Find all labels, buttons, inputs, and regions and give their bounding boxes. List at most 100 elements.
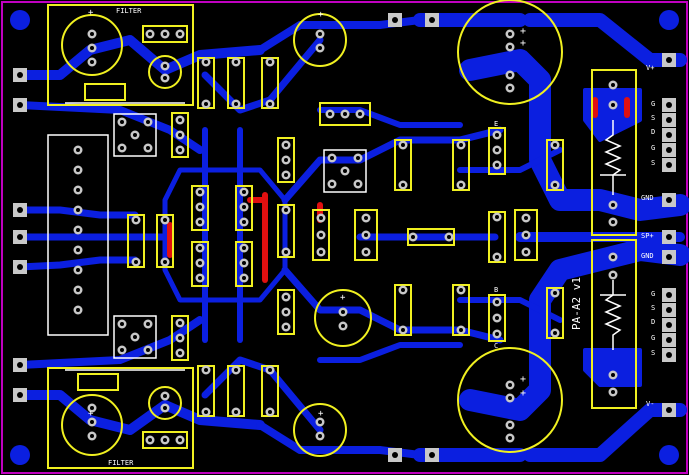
pad-hole	[178, 351, 182, 355]
pad-hole	[242, 220, 246, 224]
pad-hole	[204, 368, 208, 372]
label-gnd-1: GND	[641, 194, 654, 202]
pad-hole	[495, 148, 499, 152]
label-pin-d-1: D	[651, 128, 655, 136]
pad-hole	[553, 183, 557, 187]
header-center-bottom	[277, 289, 295, 335]
power-trace-right-lower	[459, 239, 689, 421]
right-connector-plane-lower	[583, 348, 642, 387]
header-left-bottom	[171, 315, 189, 361]
pad-hole	[429, 17, 435, 23]
pad-hole	[330, 156, 334, 160]
pad-hole	[284, 208, 288, 212]
pad-hole	[242, 190, 246, 194]
cap-filter-top	[61, 14, 123, 76]
pad-hole	[234, 60, 238, 64]
pad-hole	[364, 250, 368, 254]
pad-hole	[234, 368, 238, 372]
header-top-bar	[319, 102, 371, 126]
pad-hole	[268, 60, 272, 64]
pads-layer	[10, 10, 679, 465]
pad-hole	[459, 288, 463, 292]
pad-hole	[242, 276, 246, 280]
pad-hole	[524, 233, 528, 237]
label-pin-g-4: G	[651, 334, 655, 342]
pad-hole	[319, 233, 323, 237]
pad-hole	[268, 368, 272, 372]
pad-hole	[76, 168, 80, 172]
pad-hole	[356, 156, 360, 160]
trimmer-top	[113, 113, 157, 157]
label-pin-g-1: G	[651, 100, 655, 108]
pad-hole	[508, 86, 512, 90]
label-pin-s-4: S	[651, 349, 655, 357]
pad-hole	[553, 331, 557, 335]
zigzag-bottom	[604, 280, 622, 350]
pad-hole	[666, 147, 672, 153]
label-plus-cap-bottom: +	[318, 409, 324, 419]
pad-hole	[90, 32, 94, 36]
pad-hole	[242, 205, 246, 209]
label-vplus: V+	[646, 64, 654, 72]
pad-hole	[90, 434, 94, 438]
pad-hole	[356, 182, 360, 186]
pad-hole	[429, 452, 435, 458]
header-r-bottom	[488, 294, 506, 342]
pad-hole	[148, 32, 152, 36]
trimmer-center	[323, 149, 367, 193]
label-pin-s-2: S	[651, 159, 655, 167]
pad-hole	[318, 434, 322, 438]
bulk-cap-bottom	[457, 347, 563, 453]
pad-hole	[447, 235, 451, 239]
pad-hole	[508, 436, 512, 440]
pad-hole	[90, 420, 94, 424]
pad-hole	[163, 64, 167, 68]
mounting-hole	[10, 10, 30, 30]
pad-hole	[146, 146, 150, 150]
label-filter-bottom: FILTER	[108, 459, 134, 467]
pad-hole	[318, 32, 322, 36]
pad-hole	[611, 373, 615, 377]
resistor-r3	[394, 284, 412, 336]
pad-hole	[666, 337, 672, 343]
pad-hole	[178, 336, 182, 340]
pad-hole	[268, 102, 272, 106]
pad-hole	[495, 163, 499, 167]
filter-frame-bottom	[47, 367, 194, 469]
pad-hole	[204, 60, 208, 64]
pad-hole	[495, 255, 499, 259]
pad-hole	[76, 148, 80, 152]
pad-hole	[284, 310, 288, 314]
zigzag-top	[604, 120, 622, 195]
label-trans-c: C	[494, 342, 498, 350]
header-mid	[312, 209, 330, 261]
pad-hole	[524, 216, 528, 220]
pad-hole	[341, 310, 345, 314]
silk-white-layer	[47, 102, 626, 371]
pad-hole	[666, 322, 672, 328]
pad-hole	[611, 83, 615, 87]
pad-hole	[319, 250, 323, 254]
pad-hole	[76, 228, 80, 232]
pad-hole	[146, 322, 150, 326]
label-plus-bulk-top-1: +	[520, 26, 526, 37]
pad-hole	[401, 328, 405, 332]
resistor-r1	[394, 139, 412, 191]
cap-filter-bottom	[61, 394, 123, 456]
board-title: PA-A2 v1	[570, 277, 583, 330]
pad-hole	[666, 162, 672, 168]
pad-hole	[611, 203, 615, 207]
pad-hole	[508, 73, 512, 77]
pad-hole	[401, 288, 405, 292]
gsd-bottom: G S D G S	[651, 290, 655, 357]
pad-hole	[330, 182, 334, 186]
pad-hole	[90, 60, 94, 64]
filter-frame-top	[47, 4, 194, 106]
pad-hole	[163, 394, 167, 398]
pad-hole	[178, 321, 182, 325]
pad-hole	[198, 220, 202, 224]
pad-hole	[90, 46, 94, 50]
pad-hole	[76, 268, 80, 272]
pad-hole	[524, 250, 528, 254]
pad-hole	[133, 133, 137, 137]
